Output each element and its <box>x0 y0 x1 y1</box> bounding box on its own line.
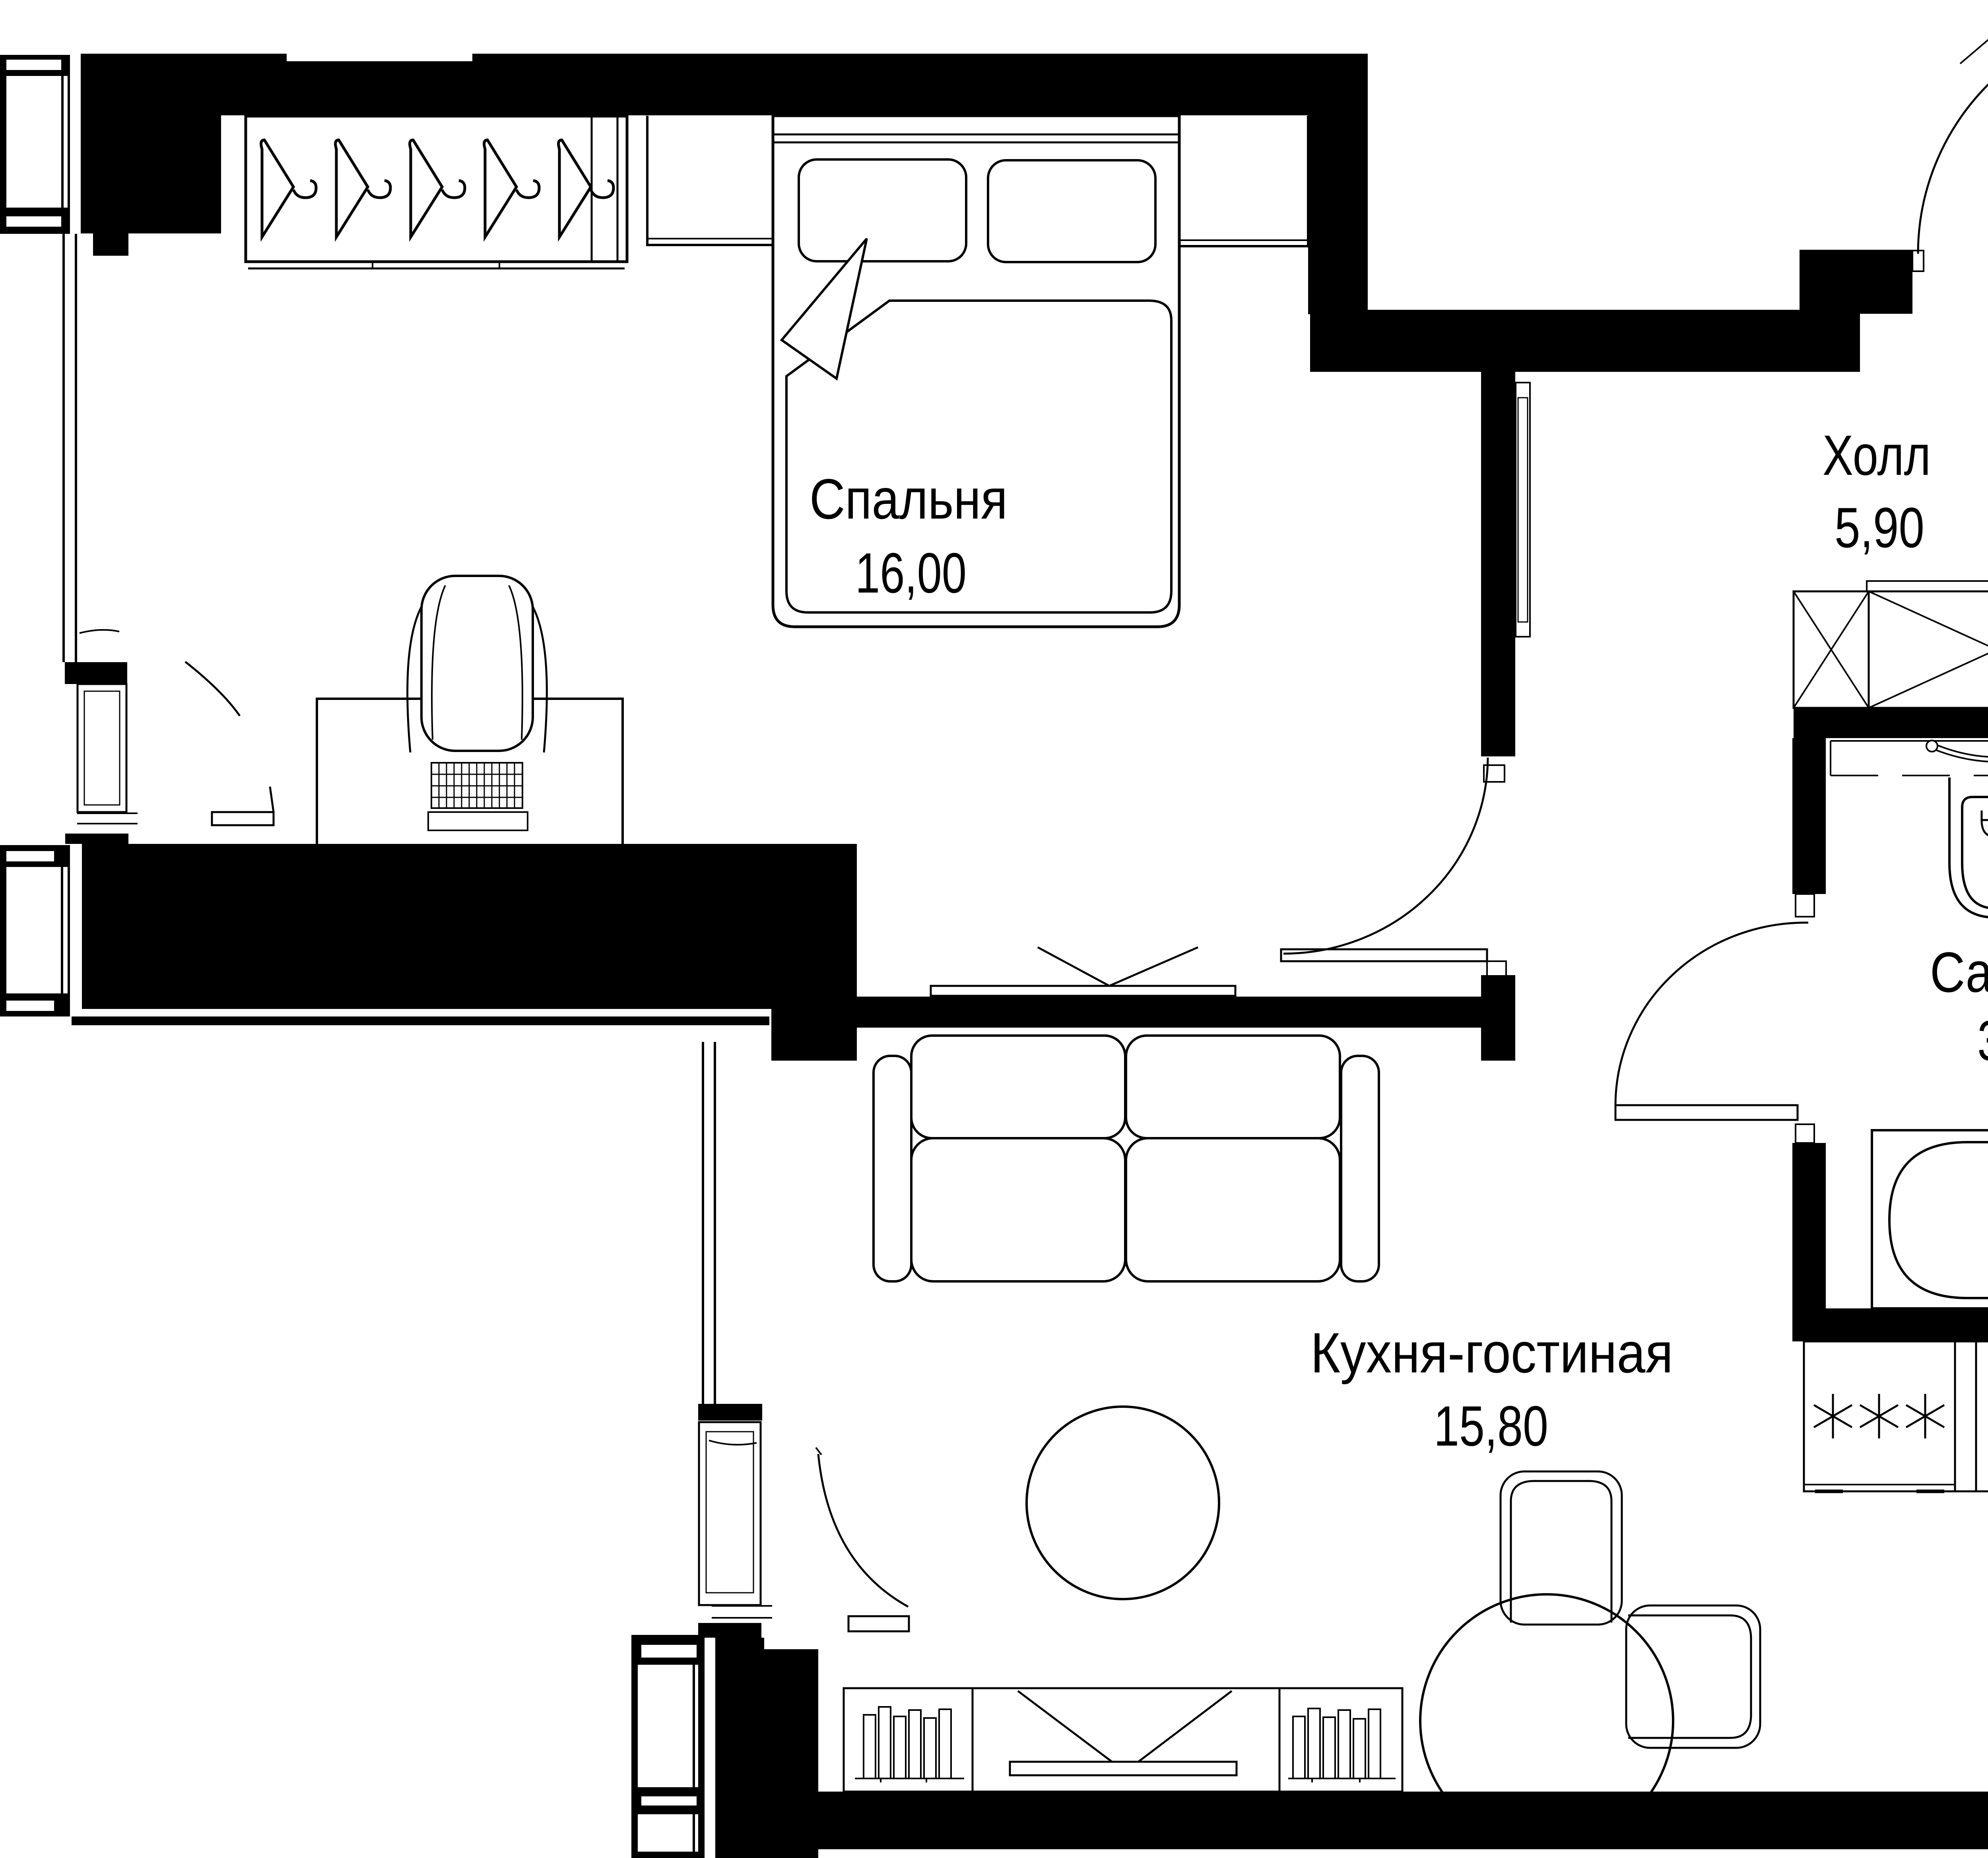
svg-text:Холл: Холл <box>1823 424 1931 487</box>
svg-text:3,90: 3,90 <box>1977 1009 1988 1073</box>
svg-text:16,00: 16,00 <box>855 542 967 605</box>
svg-text:Санузел: Санузел <box>1930 941 1988 1004</box>
svg-text:Кухня-гостиная: Кухня-гостиная <box>1310 1322 1673 1385</box>
svg-text:15,80: 15,80 <box>1434 1395 1548 1458</box>
svg-text:5,90: 5,90 <box>1835 496 1924 560</box>
svg-text:Спальня: Спальня <box>810 468 1008 531</box>
